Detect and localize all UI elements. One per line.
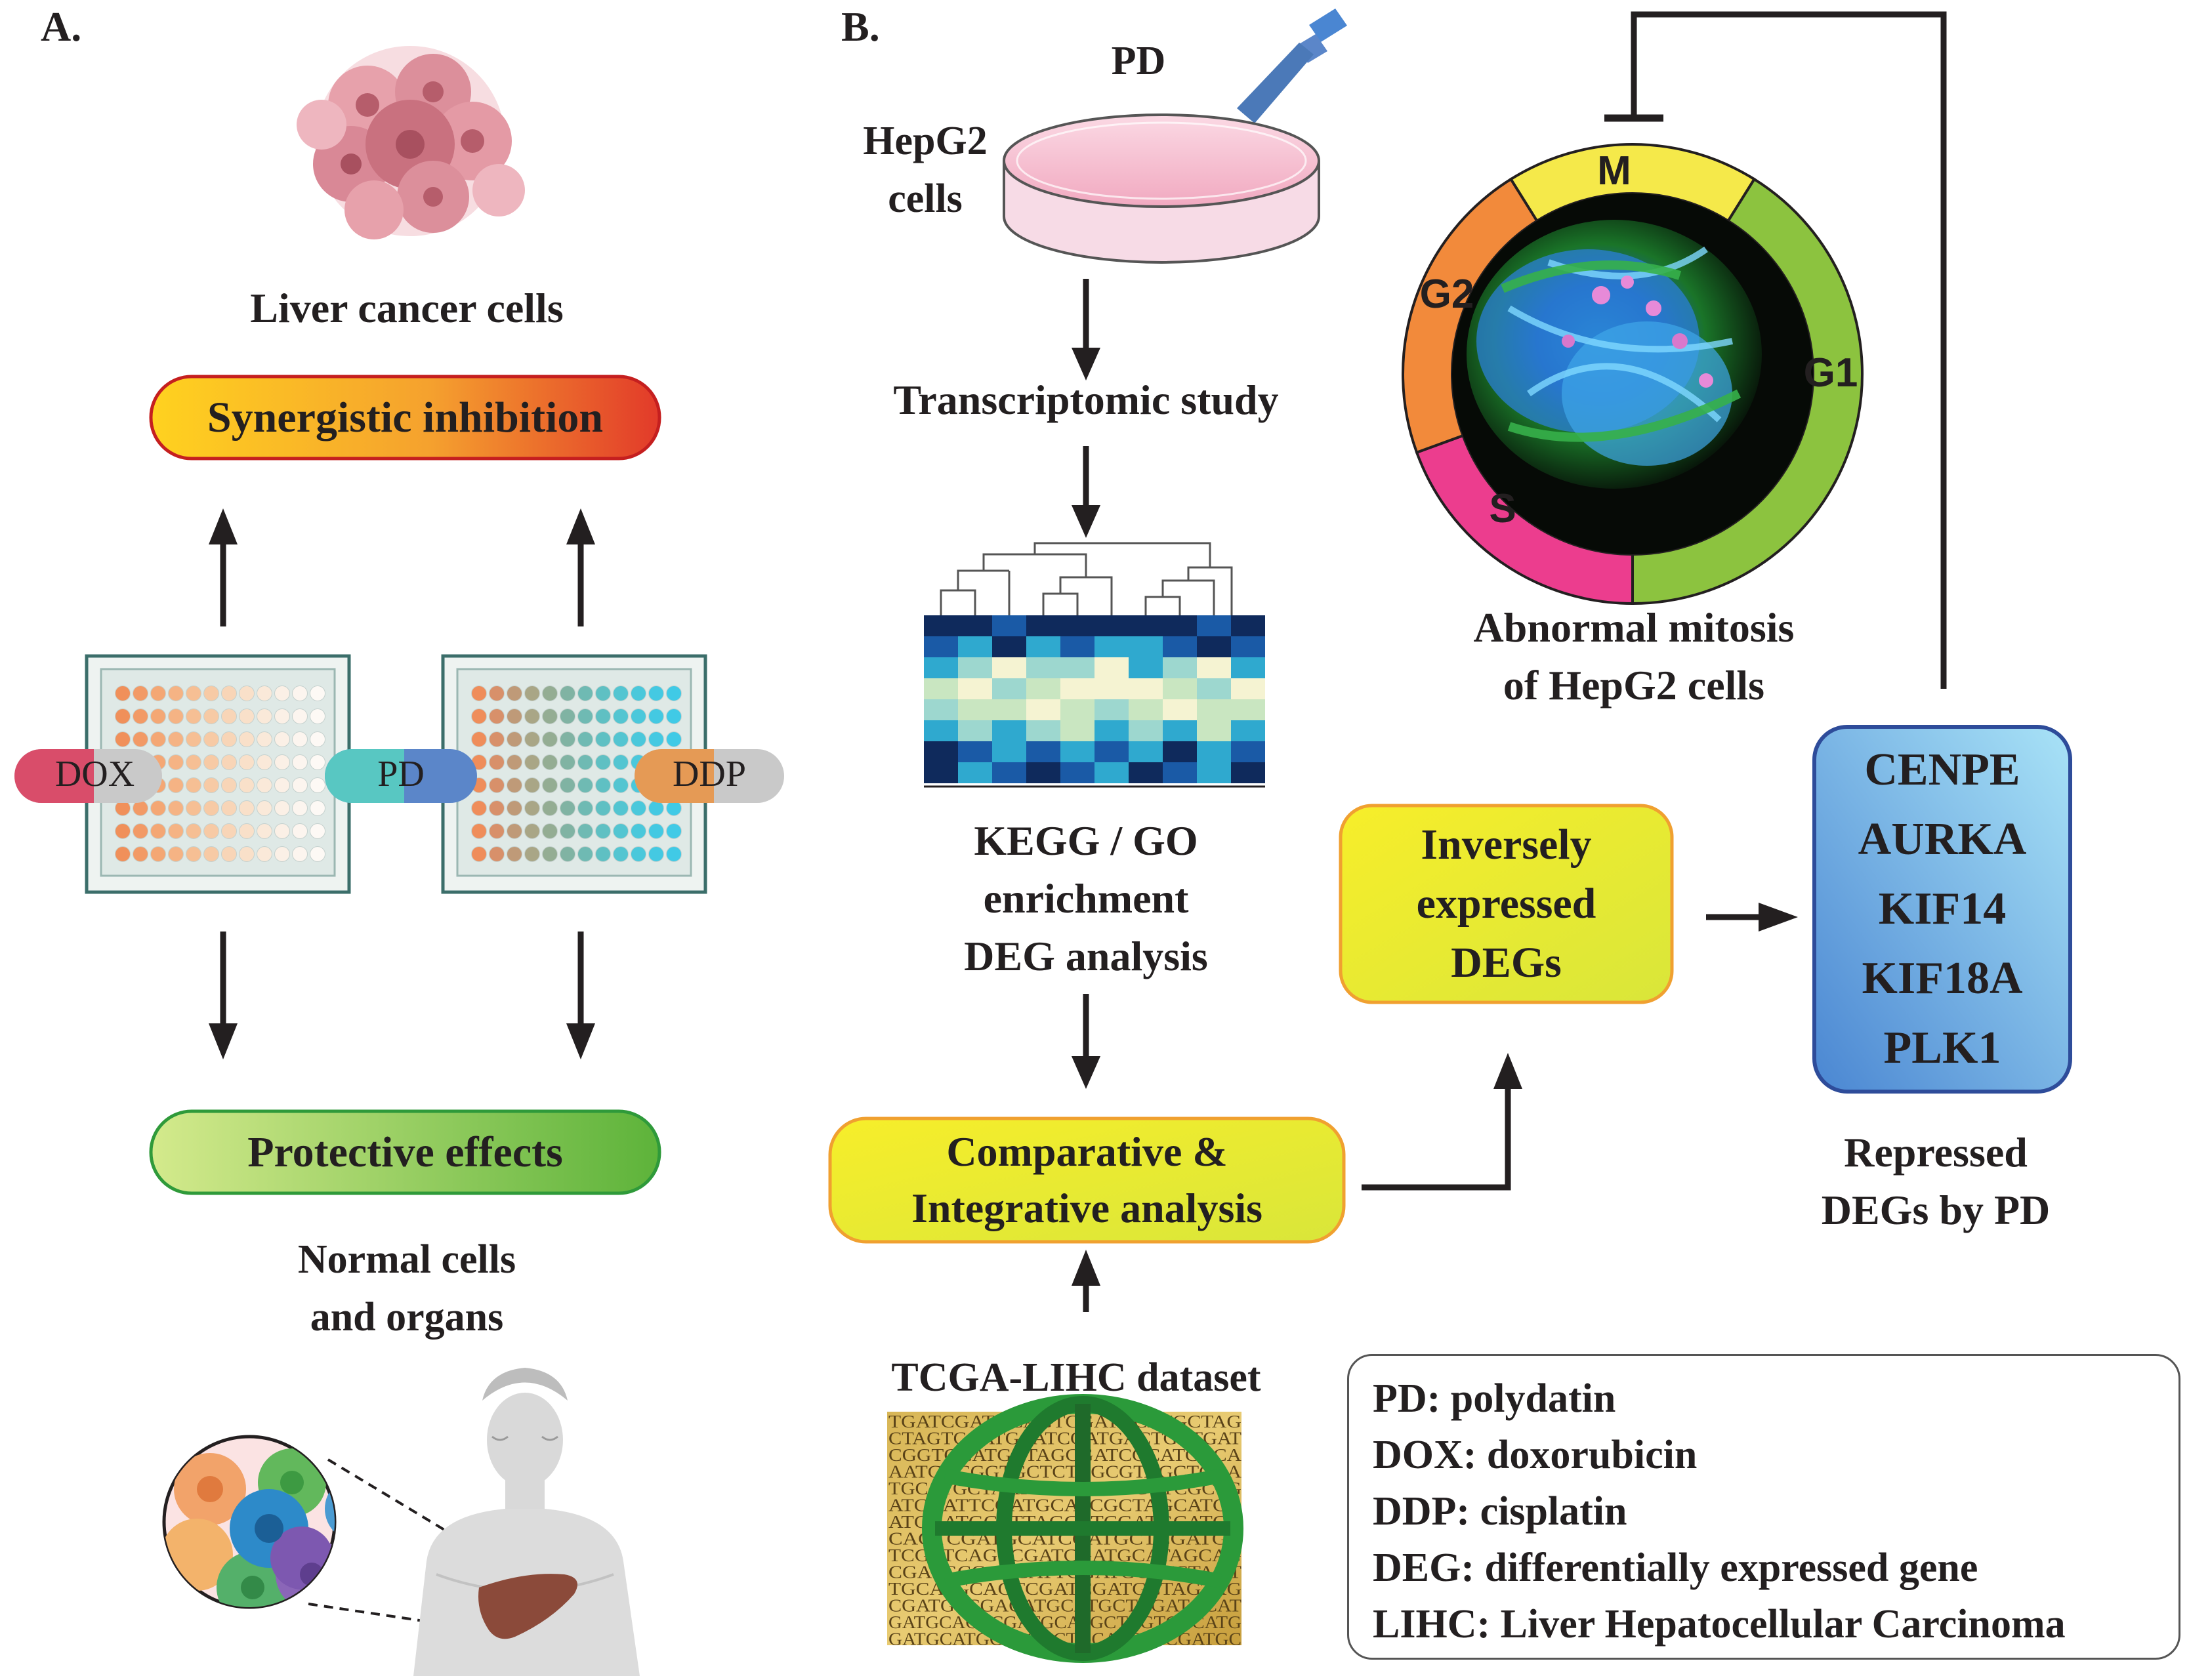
liver-cancer-cells-label: Liver cancer cells <box>250 285 564 331</box>
liver-icon <box>478 1574 577 1639</box>
synergistic-inhibition-label: Synergistic inhibition <box>207 393 604 441</box>
cancer-cell-cluster-icon <box>297 46 525 239</box>
phase-g2-label: G2 <box>1419 272 1474 317</box>
legend-item-dox: DOX: doxorubicin <box>1373 1433 1698 1477</box>
enrichment-label-3: DEG analysis <box>964 933 1208 979</box>
panel-b-arrows <box>1072 11 1947 1312</box>
comparative-label-1: Comparative & <box>946 1128 1228 1175</box>
legend-item-deg: DEG: differentially expressed gene <box>1373 1546 1978 1590</box>
hepg2-label-1: HepG2 <box>863 119 988 163</box>
globe-icon: TGATCGATGCAGTCGATGCATGCTAGCTAGTCGATGCATC… <box>887 1394 1243 1663</box>
gene-kif14: KIF14 <box>1878 884 2007 934</box>
repressed-label-1: Repressed <box>1844 1129 2028 1176</box>
inversely-box: Inversely expressed DEGs <box>1341 806 1672 1002</box>
protective-effects-label: Protective effects <box>247 1128 563 1176</box>
hepg2-label-2: cells <box>888 176 963 221</box>
enrichment-label-2: enrichment <box>983 875 1189 922</box>
gene-aurka: AURKA <box>1858 814 2027 865</box>
phase-m-label: M <box>1597 148 1631 194</box>
mitosis-image-icon <box>1452 194 1813 554</box>
inversely-box-bg <box>1339 804 1674 1004</box>
gene-cenpe: CENPE <box>1864 745 2020 795</box>
comparative-label-2: Integrative analysis <box>911 1185 1263 1231</box>
normal-cells-label-2: and organs <box>310 1295 504 1340</box>
phase-s-label: S <box>1489 486 1516 531</box>
transcriptomic-study-label: Transcriptomic study <box>893 377 1279 423</box>
ddp-label: DDP <box>672 754 747 794</box>
comparative-box: Comparative & Integrative analysis <box>830 1118 1344 1242</box>
synergy-pill-bg <box>149 375 661 461</box>
protective-pill-bg <box>149 1109 661 1195</box>
panel-a-arrows <box>209 508 595 1059</box>
dna-sequence-line: ATCGATTCGATGCATCGCTAGCATCG <box>888 1496 1241 1515</box>
abnormal-mitosis-label-1: Abnormal mitosis <box>1473 604 1795 651</box>
pd-label: PD <box>1111 39 1166 83</box>
enrichment-label-1: KEGG / GO <box>974 817 1198 864</box>
abbreviation-legend: PD: polydatin DOX: doxorubicin DDP: cisp… <box>1347 1354 2180 1660</box>
inversely-label-3: DEGs <box>1451 939 1562 987</box>
legend-item-ddp: DDP: cisplatin <box>1373 1489 1627 1534</box>
petri-dish-icon <box>1003 113 1320 264</box>
panel-a-label: A. <box>41 3 82 50</box>
gene-kif18a: KIF18A <box>1862 953 2023 1004</box>
normal-cells-label-1: Normal cells <box>297 1237 516 1282</box>
abnormal-mitosis-label-2: of HepG2 cells <box>1503 662 1765 708</box>
inversely-label-2: expressed <box>1416 880 1596 928</box>
gene-plk1: PLK1 <box>1883 1023 2001 1073</box>
phase-g1-label: G1 <box>1803 350 1858 396</box>
comparative-box-bg <box>828 1117 1346 1244</box>
repressed-label-2: DEGs by PD <box>1821 1187 2051 1233</box>
panel-b-label: B. <box>841 3 880 50</box>
legend-item-lihc: LIHC: Liver Hepatocellular Carcinoma <box>1373 1602 2066 1647</box>
pill-icon <box>14 749 784 803</box>
heatmap-icon <box>924 542 1265 788</box>
pd-drug-label: PD <box>377 754 425 794</box>
gene-box: CENPE AURKA KIF14 KIF18A PLK1 <box>1814 727 2070 1092</box>
inversely-label-1: Inversely <box>1421 821 1592 869</box>
gene-box-bg <box>1812 725 2072 1094</box>
tcga-dataset-label: TCGA-LIHC dataset <box>891 1355 1261 1400</box>
dox-label: DOX <box>54 754 135 794</box>
legend-item-pd: PD: polydatin <box>1373 1376 1616 1421</box>
